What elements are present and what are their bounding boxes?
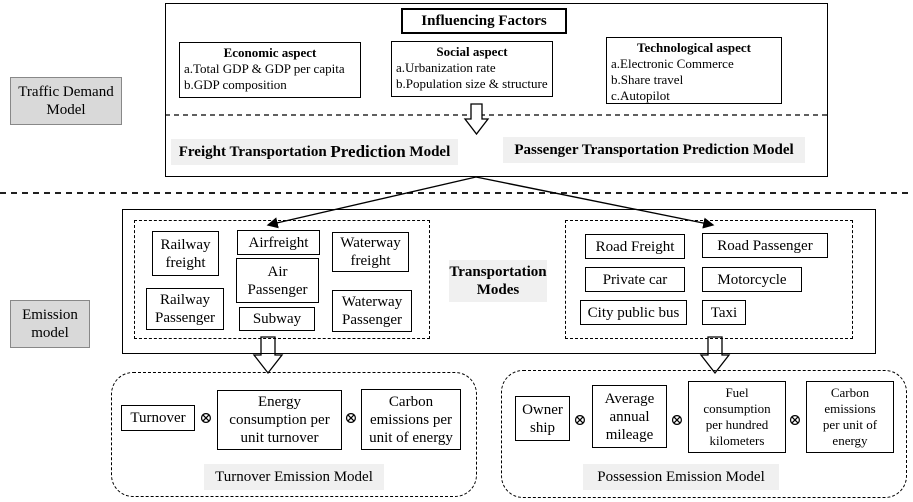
technological-item: a.Electronic Commerce — [611, 56, 734, 71]
carbon-emissions-line: emissions per — [369, 411, 453, 428]
social-aspect-box: Social aspect a.Urbanization rate b.Popu… — [391, 41, 553, 97]
waterway-freight-line: freight — [350, 253, 391, 269]
carbon-emissions-line: emissions — [824, 401, 876, 416]
turnover-emission-model-title: Turnover Emission Model — [204, 464, 384, 490]
transportation-modes-panel — [122, 209, 876, 354]
road-passenger-box: Road Passenger — [702, 233, 828, 258]
social-item: b.Population size & structure — [396, 76, 548, 91]
ownership-line: Owner — [522, 401, 563, 418]
traffic-demand-model-label: Traffic Demand Model — [10, 77, 122, 125]
waterway-freight-line: Waterway — [340, 235, 401, 251]
air-passenger-box: Air Passenger — [236, 258, 319, 303]
railway-passenger-box: Railway Passenger — [146, 288, 224, 330]
technological-item: b.Share travel — [611, 72, 684, 87]
waterway-passenger-line: Waterway — [341, 294, 403, 310]
carbon-emissions-line: unit of energy — [369, 429, 453, 446]
carbon-emissions-energy-box: Carbon emissions per unit of energy — [361, 389, 461, 450]
passenger-modes-group — [565, 220, 853, 339]
ownership-line: ship — [529, 419, 555, 436]
carbon-emissions-line: per unit of — [822, 417, 878, 432]
turnover-box: Turnover — [121, 405, 195, 431]
mileage-line: Average — [604, 390, 655, 407]
mileage-line: annual — [609, 408, 650, 425]
fuel-consumption-line: per hundred — [705, 417, 769, 432]
fuel-consumption-line: Fuel — [725, 385, 749, 400]
road-freight-box: Road Freight — [585, 234, 685, 259]
waterway-passenger-line: Passenger — [342, 312, 402, 328]
emission-label-line-1: Emission — [22, 307, 78, 323]
traffic-demand-panel — [165, 3, 828, 177]
emission-model-label: Emission model — [10, 300, 90, 348]
freight-prediction-emphasis: Prediction — [330, 142, 406, 161]
multiply-icon: ⊗ — [199, 410, 213, 427]
passenger-emission-down-arrow — [699, 336, 731, 375]
air-passenger-line: Air — [267, 263, 288, 280]
economic-aspect-title: Economic aspect — [223, 45, 317, 60]
carbon-emissions-per-energy-box: Carbon emissions per unit of energy — [806, 381, 894, 453]
possession-emission-model-panel — [501, 370, 907, 498]
private-car-box: Private car — [585, 267, 685, 292]
influencing-factors-title: Influencing Factors — [401, 8, 567, 34]
economic-item: b.GDP composition — [184, 77, 287, 92]
railway-freight-line: Railway — [160, 236, 211, 253]
transportation-modes-label: Transportation Modes — [449, 260, 547, 302]
mileage-line: mileage — [605, 426, 654, 443]
energy-consumption-box: Energy consumption per unit turnover — [217, 390, 342, 450]
freight-prediction-model: Freight Transportation Prediction Model — [171, 139, 458, 165]
carbon-emissions-line: Carbon — [388, 393, 434, 410]
technological-item: c.Autopilot — [611, 88, 670, 103]
emission-label-line-2: model — [31, 325, 69, 341]
multiply-icon: ⊗ — [573, 412, 587, 429]
energy-consumption-line: consumption per — [229, 412, 330, 428]
multiply-icon: ⊗ — [788, 412, 802, 429]
waterway-freight-box: Waterway freight — [332, 232, 409, 272]
arrow-to-freight-modes — [266, 176, 477, 229]
multiply-icon: ⊗ — [670, 412, 684, 429]
railway-freight-line: freight — [165, 254, 206, 271]
turnover-emission-model-panel — [111, 372, 477, 497]
arrow-to-passenger-modes — [475, 176, 715, 229]
traffic-demand-label-line-1: Traffic Demand — [18, 84, 114, 100]
possession-emission-model-title: Possession Emission Model — [583, 464, 779, 490]
fuel-consumption-box: Fuel consumption per hundred kilometers — [688, 381, 786, 453]
airfreight-box: Airfreight — [237, 230, 320, 255]
social-aspect-title: Social aspect — [436, 44, 508, 59]
carbon-emissions-line: energy — [832, 433, 868, 448]
railway-freight-box: Railway freight — [152, 231, 219, 276]
motorcycle-box: Motorcycle — [702, 267, 802, 292]
air-passenger-line: Passenger — [247, 281, 308, 298]
freight-modes-group — [134, 220, 430, 339]
transportation-modes-line: Modes — [476, 282, 520, 298]
taxi-box: Taxi — [702, 300, 746, 325]
transportation-modes-line: Transportation — [449, 264, 547, 280]
technological-aspect-box: Technological aspect a.Electronic Commer… — [606, 37, 782, 104]
technological-aspect-title: Technological aspect — [637, 40, 751, 55]
freight-emission-down-arrow — [252, 336, 284, 375]
influence-down-arrow — [463, 103, 490, 136]
social-item: a.Urbanization rate — [396, 60, 496, 75]
freight-prediction-prefix: Freight Transportation — [178, 143, 331, 160]
waterway-passenger-box: Waterway Passenger — [332, 290, 412, 332]
subway-box: Subway — [239, 307, 315, 331]
traffic-demand-label-line-2: Model — [46, 102, 86, 118]
passenger-prediction-model: Passenger Transportation Prediction Mode… — [503, 137, 805, 163]
fuel-consumption-line: kilometers — [709, 433, 765, 448]
railway-passenger-line: Railway — [160, 292, 210, 308]
railway-passenger-line: Passenger — [155, 310, 215, 326]
freight-prediction-suffix: Model — [405, 143, 451, 160]
fuel-consumption-line: consumption — [703, 401, 771, 416]
economic-aspect-box: Economic aspect a.Total GDP & GDP per ca… — [179, 42, 361, 98]
carbon-emissions-line: Carbon — [830, 385, 870, 400]
energy-consumption-line: unit turnover — [240, 430, 319, 446]
ownership-box: Owner ship — [515, 396, 570, 441]
average-annual-mileage-box: Average annual mileage — [592, 385, 667, 448]
city-public-bus-box: City public bus — [580, 300, 687, 325]
economic-item: a.Total GDP & GDP per capita — [184, 61, 345, 76]
multiply-icon: ⊗ — [344, 410, 358, 427]
energy-consumption-line: Energy — [257, 394, 302, 410]
